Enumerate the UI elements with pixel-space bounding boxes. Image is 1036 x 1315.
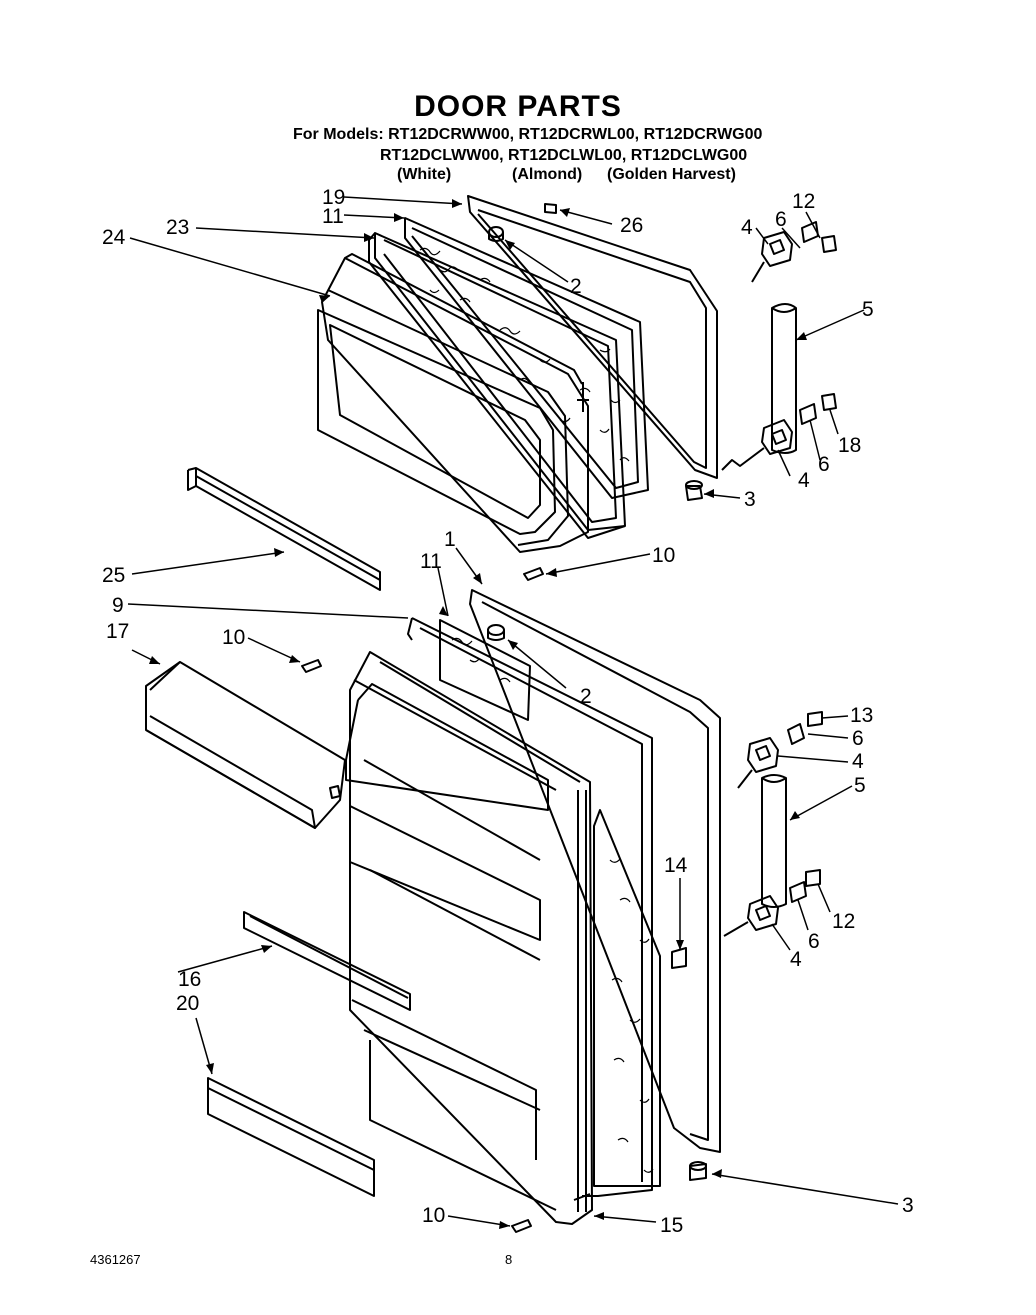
callout-2-lower: 2 [580, 685, 592, 708]
callout-6-lower-top: 6 [852, 727, 864, 750]
dairy-compartment-door [145, 661, 346, 829]
callout-3-upper: 3 [744, 488, 756, 511]
callout-arrowheads [149, 199, 807, 1229]
callout-4-upper-lower-hinge: 4 [798, 469, 810, 492]
fresh-food-door-liner [345, 651, 593, 1225]
callout-23: 23 [166, 216, 189, 239]
callout-4-upper: 4 [741, 216, 753, 239]
door-shelf-rail-bottom [207, 1077, 375, 1197]
page-title: DOOR PARTS [414, 90, 622, 123]
callout-4-lower-bottom: 4 [790, 948, 802, 971]
callout-11-upper: 11 [322, 205, 344, 228]
document-number: 4361267 [90, 1252, 141, 1267]
freezer-shelf-rail [187, 467, 381, 591]
color-white-label: (White) [397, 166, 452, 183]
callout-6-upper: 6 [775, 208, 787, 231]
models-line-2: RT12DCLWW00, RT12DCLWL00, RT12DCLWG00 [380, 147, 748, 164]
models-line-1: For Models: RT12DCRWW00, RT12DCRWL00, RT… [293, 126, 763, 143]
callout-20: 20 [176, 992, 199, 1015]
color-golden-label: (Golden Harvest) [607, 166, 736, 183]
callout-5-upper: 5 [862, 298, 874, 321]
callout-1: 1 [444, 528, 456, 551]
callout-5-lower: 5 [854, 774, 866, 797]
door-screws [301, 567, 544, 1233]
freezer-door-liner [317, 253, 589, 553]
callout-13: 13 [850, 704, 873, 727]
freezer-door-gasket [368, 232, 626, 539]
callout-16: 16 [178, 968, 201, 991]
callout-17: 17 [106, 620, 129, 643]
freezer-door-outer-panel [467, 195, 718, 479]
callout-26: 26 [620, 214, 643, 237]
fresh-food-insulation [439, 619, 661, 1187]
fresh-food-door-outer-panel [469, 589, 721, 1153]
lower-hinge-assembly [671, 711, 823, 1181]
callout-9: 9 [112, 594, 124, 617]
callout-18: 18 [838, 434, 861, 457]
color-almond-label: (Almond) [512, 166, 583, 183]
callout-2-upper: 2 [570, 275, 582, 298]
callout-19: 19 [322, 186, 345, 209]
callout-11-lower: 11 [420, 550, 442, 573]
callout-12-upper: 12 [792, 190, 815, 213]
upper-hinge-assembly [685, 221, 837, 501]
callout-3-lower: 3 [902, 1194, 914, 1217]
callout-6-upper-lower-hinge: 6 [818, 453, 830, 476]
callout-leader-lines [127, 196, 899, 1227]
door-shelf-rail-middle [243, 911, 411, 1011]
callout-10-upper: 10 [652, 544, 675, 567]
callout-10-lower: 10 [422, 1204, 445, 1227]
fresh-food-door-gasket [407, 617, 653, 1197]
callout-10-middle: 10 [222, 626, 245, 649]
callout-24: 24 [102, 226, 126, 249]
callout-12-lower: 12 [832, 910, 855, 933]
callout-14: 14 [664, 854, 688, 877]
callout-25: 25 [102, 564, 125, 587]
callout-4-lower-top: 4 [852, 750, 864, 773]
callout-6-lower-bottom: 6 [808, 930, 820, 953]
callout-labels: 19 11 23 24 26 2 4 6 12 5 18 6 4 3 25 10… [102, 186, 914, 1237]
callout-15: 15 [660, 1214, 683, 1237]
page-number: 8 [505, 1252, 513, 1267]
freezer-liner-insulation [404, 217, 649, 499]
